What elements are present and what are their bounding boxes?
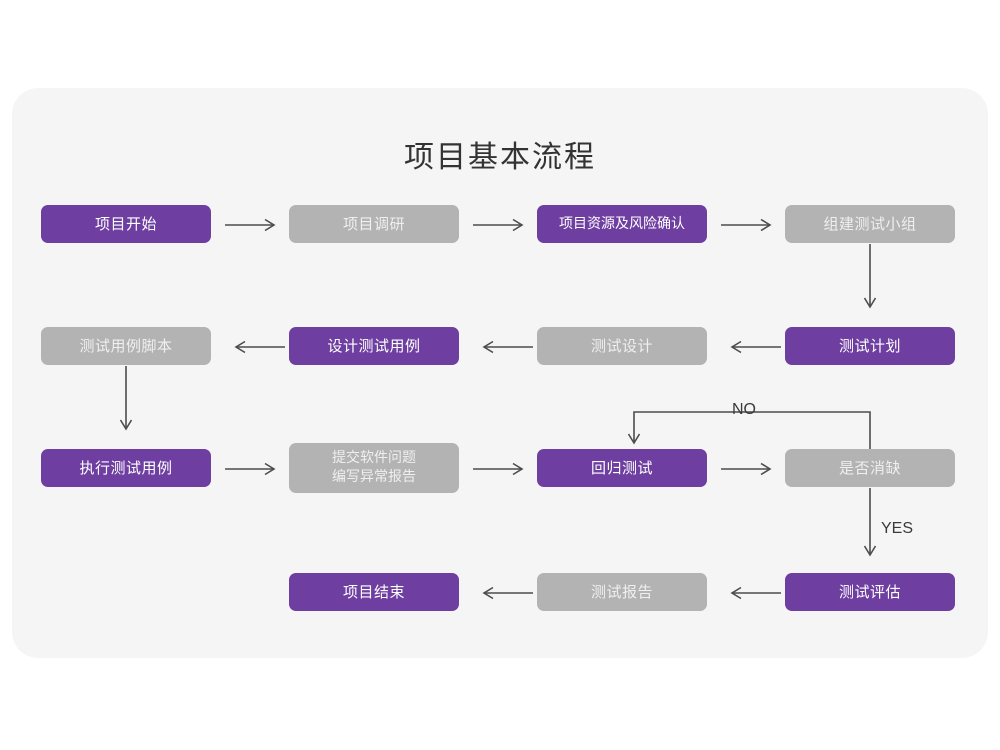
flow-node-submit-defect-report[interactable]: 提交软件问题 编写异常报告 (289, 443, 459, 493)
flow-node-test-report[interactable]: 测试报告 (537, 573, 707, 611)
flow-node-regression-test[interactable]: 回归测试 (537, 449, 707, 487)
flow-node-design-testcase[interactable]: 设计测试用例 (289, 327, 459, 365)
edge-label-no: NO (732, 401, 756, 418)
arrow-left-n8-n7 (730, 340, 781, 354)
arrow-right-n1-n2 (225, 218, 276, 232)
flow-node-defect-cleared[interactable]: 是否消缺 (785, 449, 955, 487)
flowchart-card: 项目基本流程 项目开始 项目调研 项目资源及风险确认 组建测试小组 测试用例脚本… (12, 88, 988, 658)
flow-node-testcase-script[interactable]: 测试用例脚本 (41, 327, 211, 365)
arrow-down-n4-n8 (863, 244, 877, 309)
arrow-right-n3-n4 (721, 218, 772, 232)
flow-node-test-plan[interactable]: 测试计划 (785, 327, 955, 365)
page-title: 项目基本流程 (404, 140, 596, 175)
edge-label-yes: YES (881, 520, 914, 537)
flow-node-project-start[interactable]: 项目开始 (41, 205, 211, 243)
arrow-right-n2-n3 (473, 218, 524, 232)
flow-node-test-evaluation[interactable]: 测试评估 (785, 573, 955, 611)
arrow-left-n6-n5 (234, 340, 285, 354)
flow-node-build-test-team[interactable]: 组建测试小组 (785, 205, 955, 243)
arrow-down-n5-n9 (119, 366, 133, 431)
flow-node-test-design[interactable]: 测试设计 (537, 327, 707, 365)
flow-node-project-research[interactable]: 项目调研 (289, 205, 459, 243)
arrow-left-n14-n13 (482, 586, 533, 600)
arrow-right-n9-n10 (225, 462, 276, 476)
flow-node-execute-testcase[interactable]: 执行测试用例 (41, 449, 211, 487)
arrow-left-n7-n6 (482, 340, 533, 354)
arrow-left-n15-n14 (730, 586, 781, 600)
arrow-down-yes-n12-n15 (863, 488, 877, 557)
arrow-right-n10-n11 (473, 462, 524, 476)
flow-node-project-end[interactable]: 项目结束 (289, 573, 459, 611)
arrow-right-n11-n12 (721, 462, 772, 476)
flow-node-resource-risk-confirm[interactable]: 项目资源及风险确认 (537, 205, 707, 243)
